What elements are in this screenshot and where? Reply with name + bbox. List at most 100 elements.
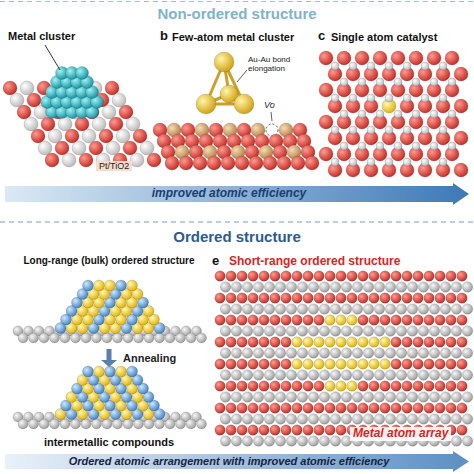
array-atom <box>347 381 357 391</box>
support-atom <box>454 67 468 81</box>
substrate-atom <box>18 333 28 343</box>
substrate-atom <box>50 333 60 343</box>
section-divider <box>0 221 474 222</box>
array-atom <box>424 403 434 413</box>
array-atom <box>275 326 285 336</box>
array-atom <box>237 359 247 369</box>
array-atom <box>281 425 291 435</box>
substrate-atom <box>18 419 28 429</box>
panel-letter: b <box>160 29 168 44</box>
array-atom <box>424 293 434 303</box>
support-atom <box>3 81 17 95</box>
array-atom <box>308 436 318 446</box>
substrate-atom <box>60 333 70 343</box>
array-atom <box>336 381 346 391</box>
array-atom <box>341 282 351 292</box>
array-atom <box>259 359 269 369</box>
array-atom <box>308 282 318 292</box>
support-atom <box>165 156 179 170</box>
array-atom <box>407 348 417 358</box>
gold-atom <box>214 52 234 72</box>
array-atom <box>374 414 384 424</box>
array-atom <box>347 337 357 347</box>
array-atom <box>226 293 236 303</box>
panel-title: Few-atom metal cluster <box>172 31 294 44</box>
array-atom <box>231 370 241 380</box>
array-atom <box>281 381 291 391</box>
array-atom <box>358 359 368 369</box>
array-atom <box>347 403 357 413</box>
gold-atom <box>234 94 254 114</box>
array-atom <box>358 337 368 347</box>
array-atom <box>462 436 472 446</box>
array-atom <box>215 425 225 435</box>
arrow-band: improved atomic efficiency <box>5 183 469 205</box>
alloy-atom <box>105 280 116 291</box>
substrate-atom <box>155 333 165 343</box>
array-atom <box>446 293 456 303</box>
array-atom <box>435 293 445 303</box>
support-atom <box>367 62 375 70</box>
support-atom <box>421 62 429 70</box>
array-atom <box>347 359 357 369</box>
array-atom <box>286 370 296 380</box>
array-atom <box>215 381 225 391</box>
array-atom <box>248 359 258 369</box>
array-atom <box>297 304 307 314</box>
array-atom <box>429 304 439 314</box>
array-atom <box>215 315 225 325</box>
array-atom <box>215 271 225 281</box>
array-atom <box>297 348 307 358</box>
array-atom <box>319 436 329 446</box>
array-atom <box>385 392 395 402</box>
array-atom <box>330 392 340 402</box>
support-atom <box>179 156 193 170</box>
array-atom <box>341 304 351 314</box>
support-atom <box>123 141 137 155</box>
array-atom <box>418 304 428 314</box>
substrate-atom <box>60 419 70 429</box>
array-atom <box>336 337 346 347</box>
array-atom <box>363 392 373 402</box>
array-atom <box>462 282 472 292</box>
array-atom <box>325 381 335 391</box>
array-atom <box>451 436 461 446</box>
support-atom <box>277 156 291 170</box>
leader-line <box>237 70 247 82</box>
array-atom <box>248 293 258 303</box>
array-atom <box>418 282 428 292</box>
support-atom <box>235 156 249 170</box>
array-atom <box>413 403 423 413</box>
array-atom <box>413 271 423 281</box>
array-atom <box>281 403 291 413</box>
array-atom <box>352 414 362 424</box>
substrate-atom <box>71 419 81 429</box>
support-atom <box>337 51 351 65</box>
array-atom <box>391 381 401 391</box>
support-atom <box>31 129 45 143</box>
array-atom <box>270 271 280 281</box>
array-atom <box>451 414 461 424</box>
array-atom <box>402 315 412 325</box>
array-atom <box>270 315 280 325</box>
substrate-atom <box>39 333 49 343</box>
array-atom <box>374 282 384 292</box>
array-atom <box>407 282 417 292</box>
support-atom <box>45 153 59 167</box>
support-atom <box>358 78 366 86</box>
array-atom <box>396 326 406 336</box>
array-atom <box>292 359 302 369</box>
array-atom <box>248 337 258 347</box>
array-atom <box>248 381 258 391</box>
array-atom <box>352 392 362 402</box>
array-atom <box>446 315 456 325</box>
array-atom <box>451 282 461 292</box>
array-atom <box>242 304 252 314</box>
support-atom <box>349 62 357 70</box>
array-atom <box>220 348 230 358</box>
array-atom <box>380 359 390 369</box>
array-atom <box>440 282 450 292</box>
array-atom <box>352 370 362 380</box>
array-atom <box>369 403 379 413</box>
panel-letter: e <box>212 254 219 269</box>
